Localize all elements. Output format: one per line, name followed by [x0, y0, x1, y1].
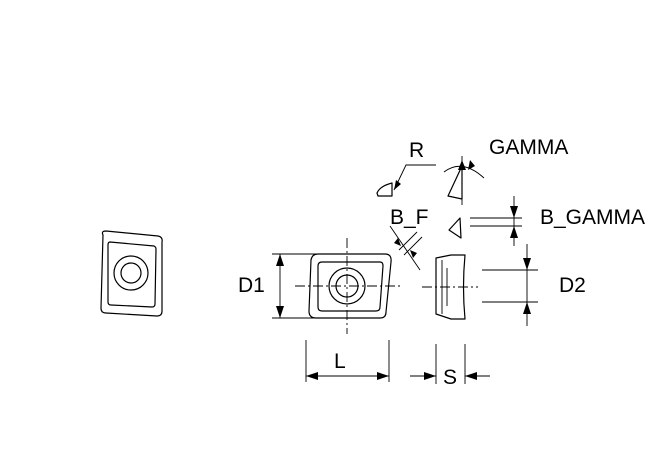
d2-dimension	[482, 244, 538, 326]
b-gamma-detail	[448, 196, 522, 246]
gamma-label: GAMMA	[489, 136, 568, 159]
insert-iso-view	[100, 230, 163, 317]
insert-top-view	[295, 238, 402, 334]
d1-label: D1	[238, 274, 265, 297]
b-gamma-label: B_GAMMA	[540, 206, 645, 229]
s-dimension	[410, 344, 490, 384]
d1-dimension	[272, 253, 316, 319]
s-label: S	[443, 366, 457, 389]
l-label: L	[334, 350, 346, 373]
d2-label: D2	[559, 274, 586, 297]
r-label: R	[409, 139, 424, 162]
l-dimension	[305, 340, 390, 382]
b-f-dimension	[389, 225, 423, 271]
gamma-detail	[443, 156, 485, 205]
b-f-label: B_F	[390, 206, 429, 229]
r-detail	[376, 164, 436, 197]
insert-side-view	[422, 254, 478, 320]
